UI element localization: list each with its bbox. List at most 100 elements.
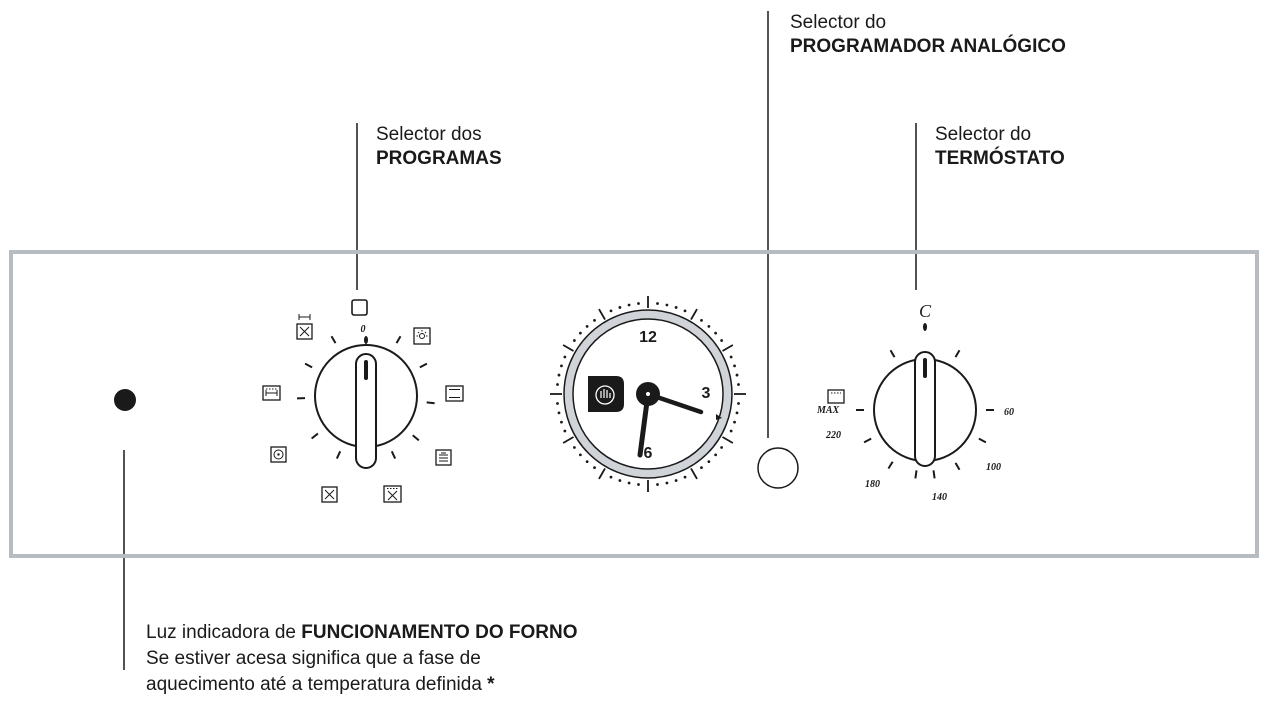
thermostat-tick <box>863 437 872 444</box>
fan-icon <box>270 446 287 463</box>
timer-number-12: 12 <box>639 329 657 346</box>
program-tick <box>412 434 420 442</box>
timer-dot <box>637 483 640 486</box>
timer-tick <box>598 468 606 480</box>
timer-dot <box>735 373 739 377</box>
timer-number-3: 3 <box>702 385 711 402</box>
thermostat-tick <box>889 349 896 358</box>
grill-icon <box>262 385 281 401</box>
analog-programmer-label: Selector do PROGRAMADOR ANALÓGICO <box>790 12 1066 57</box>
timer-hub-center <box>646 392 650 396</box>
timer-dot <box>627 481 631 485</box>
timer-dot <box>674 479 678 482</box>
timer-dot <box>609 309 613 313</box>
thermostat-tick <box>978 437 987 444</box>
thermostat-label-100: 100 <box>986 462 1001 473</box>
timer-dot <box>578 453 582 457</box>
thermostat-label-180: 180 <box>865 479 880 490</box>
timer-dot <box>656 302 659 305</box>
timer-number-6: 6 <box>644 445 653 462</box>
timer-dot-scale <box>556 302 740 486</box>
timer-dot <box>737 402 740 405</box>
timer-dot <box>683 309 687 313</box>
program-tick <box>335 450 342 459</box>
timer-dot <box>618 306 622 309</box>
program-tick <box>390 450 397 459</box>
timer-dot <box>714 453 718 457</box>
programs-knob-handle <box>355 353 377 469</box>
timer-dot <box>572 446 576 449</box>
thermostat-tick <box>954 349 961 358</box>
timer-marker <box>716 414 722 420</box>
timer-dot <box>593 466 596 470</box>
timer-dot <box>572 339 576 342</box>
timer-dot <box>707 324 711 328</box>
timer-dot <box>627 303 631 307</box>
thermostat-tick <box>954 462 961 471</box>
thermostat-off-mark: C <box>919 301 932 321</box>
timer-dot <box>729 355 733 359</box>
analog-programmer[interactable]: 12 3 6 <box>550 296 746 492</box>
thermostat-label-60: 60 <box>1004 407 1014 418</box>
programs-knob-group[interactable]: 0 <box>262 299 464 503</box>
timer-tick <box>722 436 734 444</box>
thermostat-max-label: MAX <box>816 405 840 416</box>
oven-icon <box>827 389 845 404</box>
program-tick <box>419 362 428 369</box>
thermostat-off-dot <box>923 323 927 331</box>
zero-mark: 0 <box>361 324 366 335</box>
timer-dot <box>720 339 724 342</box>
timer-tick <box>562 436 574 444</box>
timer-dot <box>735 411 739 415</box>
timer-dot <box>556 402 559 405</box>
timer-dot <box>733 420 736 424</box>
timer-dot <box>560 364 563 368</box>
thermostat-selector-label: Selector do TERMÓSTATO <box>935 124 1065 169</box>
timer-dot <box>700 466 703 470</box>
program-tick <box>304 362 313 369</box>
timer-dot <box>714 331 718 335</box>
timer-dot <box>707 460 711 464</box>
timer-dot <box>563 429 567 433</box>
oven-light-label: Luz indicadora de FUNCIONAMENTO DO FORNO… <box>146 622 578 695</box>
timer-dot <box>557 411 561 415</box>
timer-dot <box>674 306 678 309</box>
top-grill-fan-icon <box>296 314 313 340</box>
timer-tick <box>598 308 606 320</box>
program-tick <box>426 401 435 405</box>
thermostat-label-220: 220 <box>825 430 841 441</box>
hand-icon <box>588 376 624 412</box>
timer-tick <box>722 344 734 352</box>
timer-dot <box>683 475 687 479</box>
timer-dot <box>618 479 622 482</box>
oven-off-icon <box>351 299 368 316</box>
oven-indicator-light <box>114 389 136 411</box>
timer-dot <box>737 383 740 386</box>
timer-tick <box>562 344 574 352</box>
thermostat-label-140: 140 <box>932 492 947 503</box>
timer-tick <box>690 308 698 320</box>
programs-selector-label: Selector dos PROGRAMAS <box>376 124 502 169</box>
bottom-heat-icon <box>435 449 452 466</box>
thermostat-tick <box>932 470 936 479</box>
thermostat-knob-group[interactable]: C MAX 220 180 140 100 60 <box>816 301 1014 503</box>
program-zero-dot <box>364 336 368 344</box>
timer-dot <box>665 303 669 307</box>
timer-tick-marks <box>550 296 746 492</box>
timer-dot <box>560 420 563 424</box>
thermostat-ticks <box>856 349 994 479</box>
top-bottom-heat-icon <box>445 385 464 402</box>
top-fan-icon <box>383 485 402 503</box>
timer-dot <box>720 446 724 449</box>
thermostat-tick <box>914 470 918 479</box>
programmer-button[interactable] <box>757 447 799 489</box>
timer-dot <box>585 324 589 328</box>
timer-dot <box>578 331 582 335</box>
bottom-fan-icon <box>321 486 338 503</box>
program-tick <box>330 335 337 344</box>
timer-dot <box>585 460 589 464</box>
timer-tick <box>690 468 698 480</box>
timer-dot <box>593 318 596 322</box>
timer-dot <box>700 318 703 322</box>
